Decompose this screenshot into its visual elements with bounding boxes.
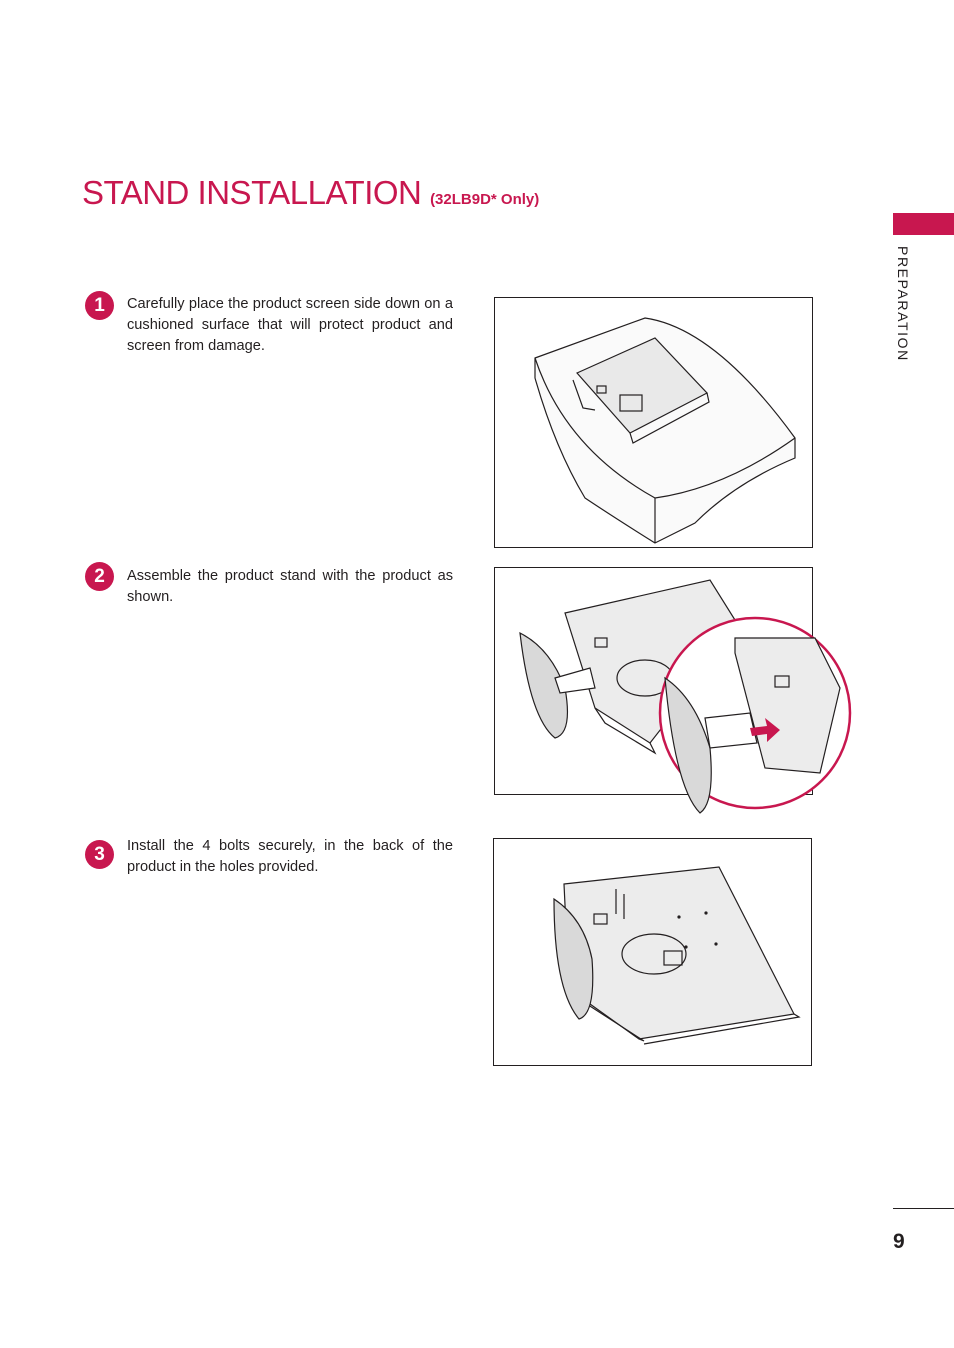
bolt-install-drawing — [553, 866, 801, 1045]
step-2-badge: 2 — [85, 562, 114, 591]
page-title: STAND INSTALLATION (32LB9D* Only) — [82, 174, 539, 212]
step-1-badge: 1 — [85, 291, 114, 320]
step-3-text: Install the 4 bolts securely, in the bac… — [127, 838, 453, 875]
page-number: 9 — [893, 1230, 905, 1253]
step-3-badge: 3 — [85, 840, 114, 869]
step-1-illustration — [494, 297, 813, 548]
footer-rule — [893, 1208, 954, 1209]
section-tab-marker — [893, 213, 954, 235]
step-1-text: Carefully place the product screen side … — [127, 296, 453, 354]
stand-assembly-drawing — [519, 579, 852, 814]
section-tab-label: PREPARATION — [895, 246, 911, 362]
title-model-note: (32LB9D* Only) — [430, 191, 540, 208]
step-3-illustration — [493, 838, 812, 1066]
step-2-illustration — [494, 567, 852, 814]
tv-on-cushion-drawing — [534, 317, 796, 544]
title-main: STAND INSTALLATION — [82, 174, 422, 211]
step-2-text: Assemble the product stand with the prod… — [127, 568, 453, 605]
insert-direction-arrow — [750, 718, 780, 742]
